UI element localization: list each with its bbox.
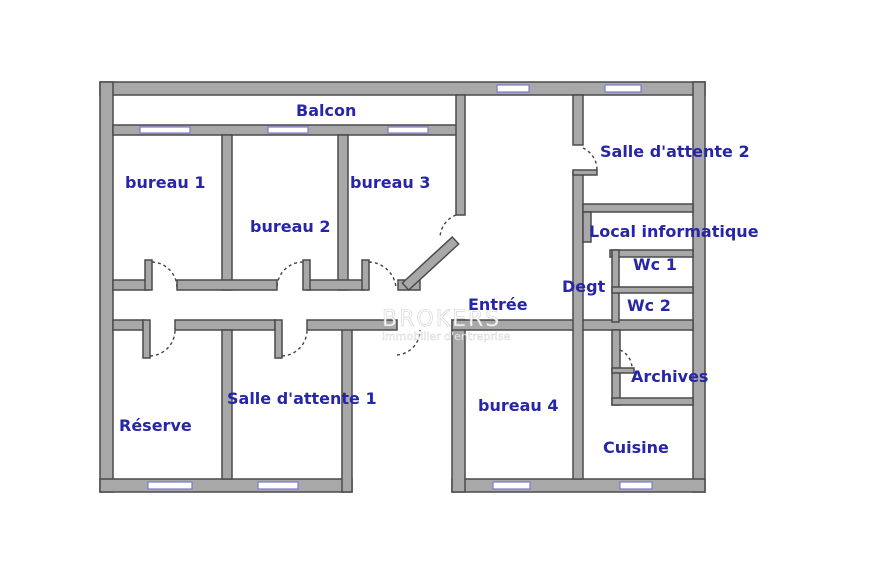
door-jamb xyxy=(572,169,598,176)
outer-wall-bottom-left xyxy=(99,478,353,493)
room-label-reserve: Réserve xyxy=(119,416,192,435)
watermark: BROKERS immobilier d'entreprise xyxy=(382,307,511,344)
right-divider-lower xyxy=(572,171,584,480)
door-jamb xyxy=(274,319,283,359)
corridor-wall-top-1 xyxy=(112,279,149,291)
door-jamb xyxy=(142,319,151,359)
outer-wall-bottom-right xyxy=(451,478,706,493)
door-swings xyxy=(149,147,633,369)
room-label-salle-attente-1: Salle d'attente 1 xyxy=(227,389,377,408)
salle2-bottom-wall xyxy=(582,203,694,213)
local-info-jamb xyxy=(582,211,592,243)
corridor-wall-top-2 xyxy=(176,279,278,291)
door-jamb xyxy=(361,259,370,291)
door-swing xyxy=(151,261,178,289)
right-divider-upper xyxy=(572,94,584,146)
office-divider-2 xyxy=(337,134,349,291)
outer-wall-left xyxy=(99,81,114,493)
svg-text:BROKERS: BROKERS xyxy=(382,307,501,332)
room-labels: Balcon bureau 1 bureau 2 bureau 3 Salle … xyxy=(119,101,759,457)
balcony-side-wall xyxy=(455,94,466,216)
office-divider-1 xyxy=(221,134,233,291)
door-swing xyxy=(396,329,421,356)
door-jamb xyxy=(611,367,635,374)
window xyxy=(257,481,299,490)
corridor-wall-bottom-1 xyxy=(112,319,144,331)
window xyxy=(619,481,653,490)
room-label-local-informatique: Local informatique xyxy=(589,222,759,241)
reserve-divider xyxy=(221,329,233,480)
room-label-wc-1: Wc 1 xyxy=(633,255,677,274)
room-label-wc-2: Wc 2 xyxy=(627,296,671,315)
door-swing xyxy=(582,147,598,171)
room-label-degt: Degt xyxy=(562,277,606,296)
window xyxy=(139,126,191,134)
room-label-bureau-3: bureau 3 xyxy=(350,173,430,192)
room-label-bureau-2: bureau 2 xyxy=(250,217,330,236)
room-label-entree: Entrée xyxy=(468,295,528,314)
room-label-cuisine: Cuisine xyxy=(603,438,669,457)
notch-wall-right xyxy=(451,319,466,493)
door-swing xyxy=(281,329,308,357)
window xyxy=(147,481,193,490)
corridor-wall-top-3 xyxy=(306,279,365,291)
corridor-wall-bottom-2 xyxy=(174,319,276,331)
room-label-bureau-1: bureau 1 xyxy=(125,173,205,192)
corridor-wall-bottom-3 xyxy=(306,319,398,331)
door-swing xyxy=(619,349,633,369)
door-swing xyxy=(149,329,176,357)
window xyxy=(604,84,642,93)
door-swing xyxy=(439,214,457,239)
archives-bottom-wall xyxy=(611,397,694,406)
window xyxy=(492,481,531,490)
svg-text:immobilier d'entreprise: immobilier d'entreprise xyxy=(382,330,511,343)
window xyxy=(496,84,530,93)
local-info-bottom-wall xyxy=(609,249,694,258)
window xyxy=(267,126,309,134)
windows xyxy=(139,84,653,490)
entry-door-inner xyxy=(403,238,458,289)
door-swing xyxy=(276,261,304,289)
door-jamb xyxy=(144,259,153,291)
room-label-salle-attente-2: Salle d'attente 2 xyxy=(600,142,750,161)
door-jamb xyxy=(302,259,311,291)
wc-left-wall xyxy=(611,249,620,323)
room-label-archives: Archives xyxy=(631,367,708,386)
room-label-balcon: Balcon xyxy=(296,101,356,120)
door-swing xyxy=(368,261,397,289)
room-label-bureau-4: bureau 4 xyxy=(478,396,558,415)
wc-divider xyxy=(611,286,694,294)
window xyxy=(387,126,429,134)
